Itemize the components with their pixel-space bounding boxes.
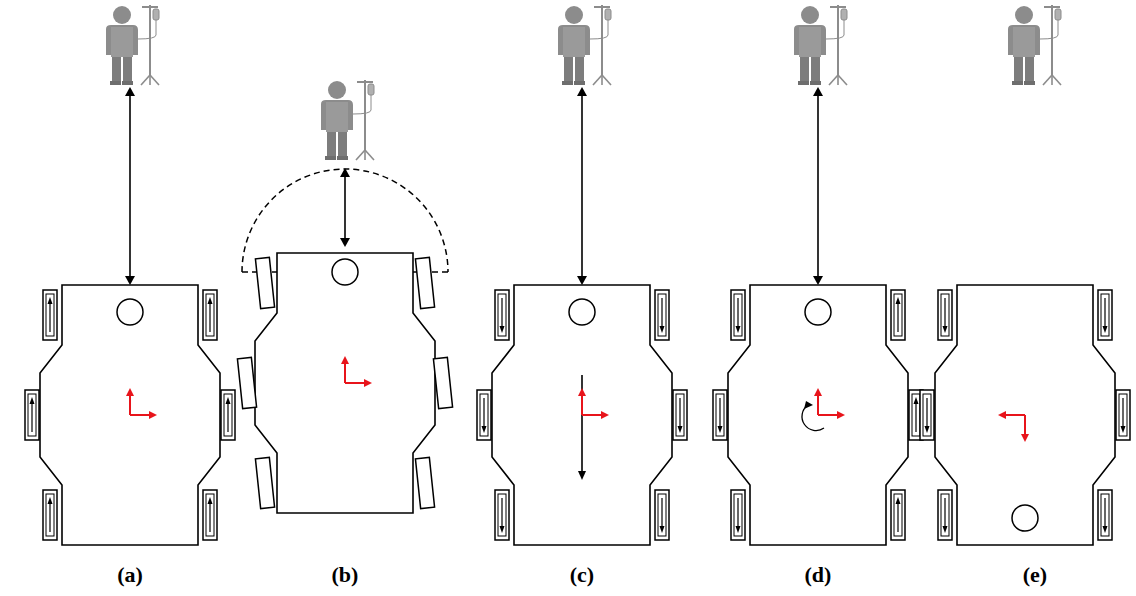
patient-icon <box>1008 5 1061 85</box>
distance-arrow <box>125 87 823 285</box>
robot-chassis <box>477 285 687 545</box>
panel-label: (d) <box>801 562 836 588</box>
patient-icon <box>321 80 374 160</box>
robot-chassis <box>237 253 452 513</box>
robot-chassis <box>920 285 1130 545</box>
panel-label: (a) <box>113 562 147 588</box>
robot-chassis <box>713 285 923 545</box>
robot-chassis <box>25 285 235 545</box>
panel-label: (c) <box>566 562 598 588</box>
patient-icon <box>558 5 611 85</box>
patient-icon <box>106 5 159 85</box>
panel-label: (b) <box>328 562 363 588</box>
panel-label: (e) <box>1019 562 1051 588</box>
patient-icon <box>794 5 847 85</box>
